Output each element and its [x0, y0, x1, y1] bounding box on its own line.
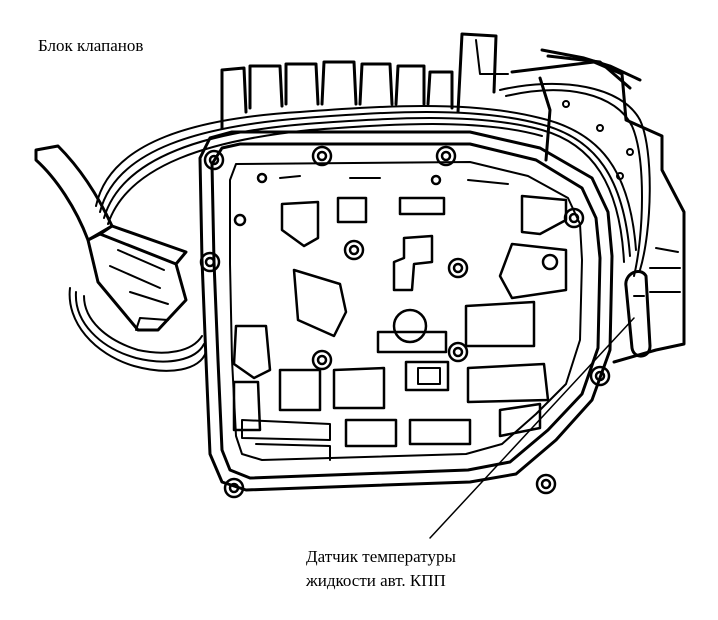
valve-stubs: [220, 32, 509, 130]
valve-plate-outline: [198, 130, 614, 492]
temperature-sensor-label-line1: Датчик температуры: [306, 547, 456, 566]
right-bracket: [510, 48, 686, 364]
wiring-harness: [68, 82, 651, 372]
valve-block-label: Блок клапанов: [38, 36, 144, 55]
fluid-passages: [232, 175, 568, 461]
temperature-sensor-label-line2: жидкости авт. КПП: [306, 571, 446, 590]
harness-connector: [34, 144, 188, 332]
plate-bolts: [199, 145, 611, 499]
temperature-sensor-label: Датчик температуры жидкости авт. КПП: [306, 545, 456, 593]
sensor-leader-line: [429, 317, 635, 539]
fluid-temperature-sensor: [624, 270, 652, 358]
